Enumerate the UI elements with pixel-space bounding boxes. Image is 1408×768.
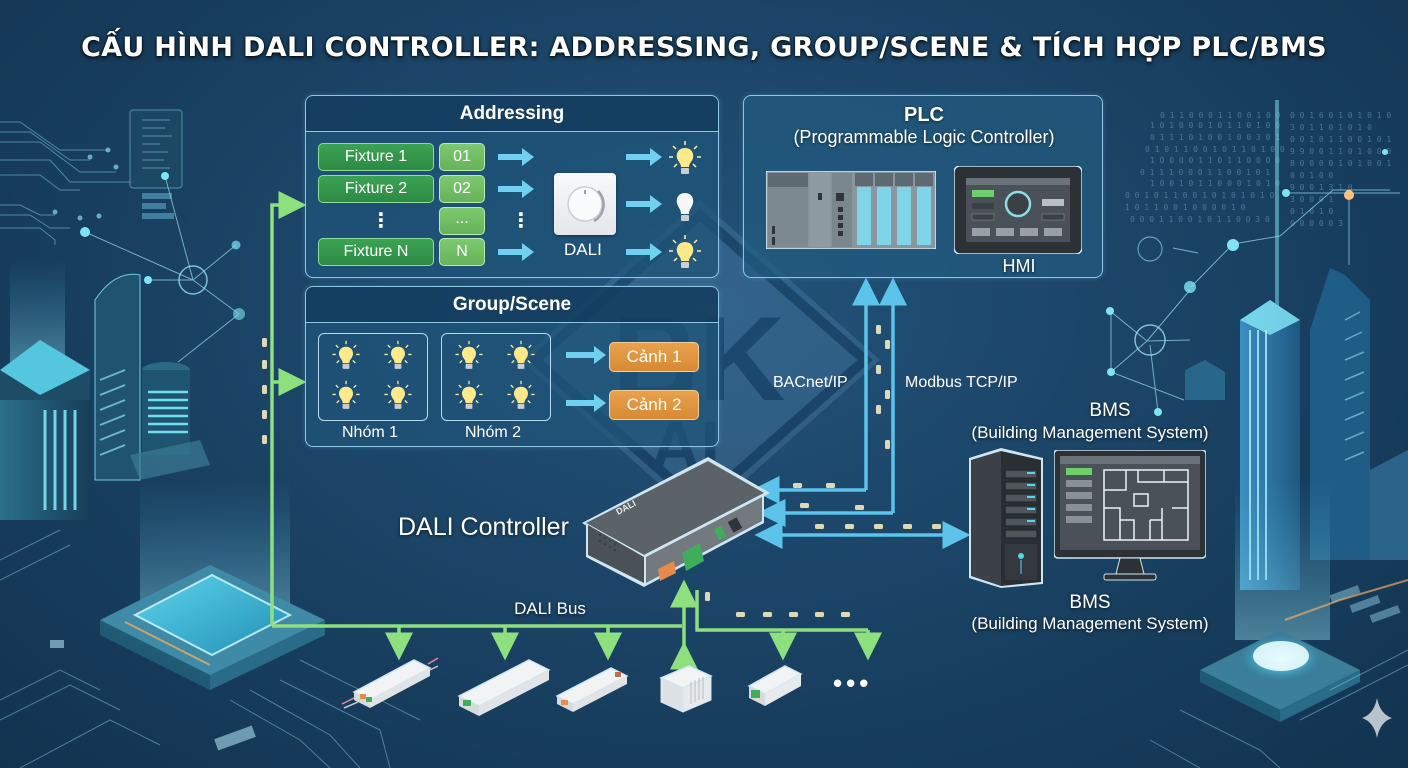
group-scene-header: Group/Scene [306,287,718,323]
light-bulb-on-icon [669,235,701,268]
arrow-right-icon [498,243,534,261]
dimmer-knob-icon [567,186,605,223]
arrow-right-icon [626,148,662,166]
plc-panel: PLC (Programmable Logic Controller) HMI [743,95,1103,278]
lamp-arrows [626,148,662,261]
light-bulb-on-icon [331,340,361,379]
bms-subtitle: (Building Management System) [971,423,1209,442]
scene-arrows [566,346,606,412]
light-bulb-on-icon [383,380,413,419]
bms-monitor-icon[interactable] [1054,450,1206,586]
scene-2-button[interactable]: Cảnh 2 [609,390,699,420]
svg-text:0 1 1 0 0 0 1 1 0 0 1 0 0: 0 1 1 0 0 0 1 1 0 0 1 0 0 [1160,111,1281,120]
arrow-ellipsis: ⋮ [511,210,531,232]
dali-bus-label: DALI Bus [514,599,586,618]
svg-text:0 0 1 6 0 1 0 1 0 1 0: 0 0 1 6 0 1 0 1 0 1 0 [1290,111,1391,120]
address-01[interactable]: 01 [439,143,485,171]
light-bulb-on-icon [454,340,484,379]
dali-driver-2[interactable] [455,656,555,718]
floor-plan [1103,469,1189,541]
light-bulb-on-icon [454,380,484,419]
hmi-panel-device[interactable] [954,166,1082,254]
fixture-n-button[interactable]: Fixture N [318,238,434,266]
addressing-header: Addressing [306,96,718,132]
light-bulb-on-icon [669,141,701,174]
more-devices-ellipsis: ••• [833,668,873,698]
svg-text:3 0 1 1 0 1 0 1 0: 3 0 1 1 0 1 0 1 0 [1290,123,1372,132]
arrow-right-icon [566,346,606,364]
address-arrows [498,148,534,261]
bms-title: BMS [1089,400,1131,421]
light-bulb-on-icon [383,340,413,379]
svg-text:0 1 1 1 0 0 0 1 1 0 0 1 0 1: 0 1 1 1 0 0 0 1 1 0 0 1 0 1 [1140,168,1270,177]
light-bulb-on-icon [331,380,361,419]
arrow-right-icon [498,180,534,198]
light-bulb-on-icon [506,380,536,419]
dali-controller-label: DALI Controller [398,513,569,541]
svg-text:0 1 0 1 0: 0 1 0 1 0 [1290,207,1334,216]
circuit-lines-left [0,121,135,245]
binary-stream: 0 1 1 0 0 0 1 1 0 0 1 0 0 1 0 1 0 0 0 1 … [1125,111,1391,228]
group-scene-panel: Group/Scene Nhóm 1 Nhóm 2 Cảnh 1 Cảnh 2 [305,286,719,447]
svg-text:9 9 0 0 1 1 0 1 0 0 0: 9 9 0 0 1 1 0 1 0 0 0 [1290,147,1391,156]
group-2-box[interactable] [441,333,551,421]
dali-dimmer[interactable] [554,173,616,235]
glowing-pad-right [1200,480,1360,722]
hmi-label: HMI [1002,256,1036,276]
arrow-right-icon [626,195,662,213]
dali-driver-4[interactable] [655,660,715,720]
dali-controller-device[interactable]: DALI [580,453,770,590]
plc-title: PLC [904,104,944,126]
light-bulb-off-icon [676,193,694,221]
bms-caption-title: BMS [1069,592,1111,613]
modbus-label: Modbus TCP/IP [905,374,1018,391]
left-skyscrapers [0,260,210,520]
arrow-right-icon [498,148,534,166]
svg-text:1 0 1 1 0 0 1 0 0 0 0 1 0: 1 0 1 1 0 0 1 0 0 0 0 1 0 [1125,203,1246,212]
svg-text:3 0 0 0 1: 3 0 0 0 1 [1290,195,1334,204]
scene-1-button[interactable]: Cảnh 1 [609,342,699,372]
svg-text:0 0 0 0 0 3: 0 0 0 0 0 3 [1290,219,1343,228]
page-title: CẤU HÌNH DALI CONTROLLER: ADDRESSING, GR… [81,32,1327,63]
group-1-box[interactable] [318,333,428,421]
glowing-chip-left [100,480,325,690]
svg-text:0 0 1 0 0: 0 0 1 0 0 [1290,171,1334,180]
svg-text:0 1 1 1 0 1 0 0 1 0 0 3 0 1: 0 1 1 1 0 1 0 0 1 0 0 3 0 1 [1150,133,1280,142]
dali-driver-3[interactable] [553,660,633,715]
svg-text:8 0 0 0 0 1 0 1 0 0 1: 8 0 0 0 0 1 0 1 0 0 1 [1290,159,1391,168]
plc-subtitle: (Programmable Logic Controller) [793,127,1055,147]
bms-caption-subtitle: (Building Management System) [971,614,1209,633]
fixture-2-button[interactable]: Fixture 2 [318,175,434,203]
bacnet-label: BACnet/IP [773,374,848,391]
group-2-label: Nhóm 2 [465,424,522,441]
arrow-right-icon [626,243,662,261]
address-02[interactable]: 02 [439,175,485,203]
svg-text:1 0 0 0 0 1 1 0 1 1 0 0 0 0: 1 0 0 0 0 1 1 0 1 1 0 0 0 0 [1150,156,1280,165]
svg-text:0 1 0 1 1 0 0 1 0 1 1 0 1 0 0: 0 1 0 1 1 0 0 1 0 1 1 0 1 0 0 [1145,145,1285,154]
group-1-label: Nhóm 1 [342,424,399,441]
addressing-panel: Addressing Fixture 1 Fixture 2 ⋮ Fixture… [305,95,719,278]
svg-text:1 0 1 0 0 0 1 0 1 1 0 1 0 0: 1 0 1 0 0 0 1 0 1 1 0 1 0 0 [1150,121,1280,130]
fixture-ellipsis: ⋮ [371,210,391,232]
bms-server-icon[interactable] [965,448,1047,588]
arrow-right-icon [566,394,606,412]
svg-text:0 0 0 1 1 0 0 1 0 1 1 0 0 3 0: 0 0 0 1 1 0 0 1 0 1 1 0 0 3 0 [1130,215,1270,224]
svg-text:1 0 0 1 0 1 1 0 0 0 1 0 1 0: 1 0 0 1 0 1 1 0 0 0 1 0 1 0 [1150,179,1280,188]
dali-driver-5[interactable] [745,660,805,710]
svg-text:9 0 0 1 3 1 0: 9 0 0 1 3 1 0 [1290,183,1353,192]
svg-text:0 0 1 0 1 1 0 0 1 0 1 0 1 0 1: 0 0 1 0 1 1 0 0 1 0 1 0 1 0 1 0 [1125,191,1274,200]
sparkle-icon [1362,698,1392,738]
svg-text:0 0 1 0 1 1 0 0 1 0 1: 0 0 1 0 1 1 0 0 1 0 1 [1290,135,1391,144]
light-bulb-on-icon [506,340,536,379]
plc-rack-device[interactable] [766,171,936,249]
dali-label: DALI [564,240,602,259]
fixture-1-button[interactable]: Fixture 1 [318,143,434,171]
address-ellipsis[interactable]: ... [439,207,485,235]
dali-driver-1[interactable] [340,652,440,712]
address-n[interactable]: N [439,238,485,266]
